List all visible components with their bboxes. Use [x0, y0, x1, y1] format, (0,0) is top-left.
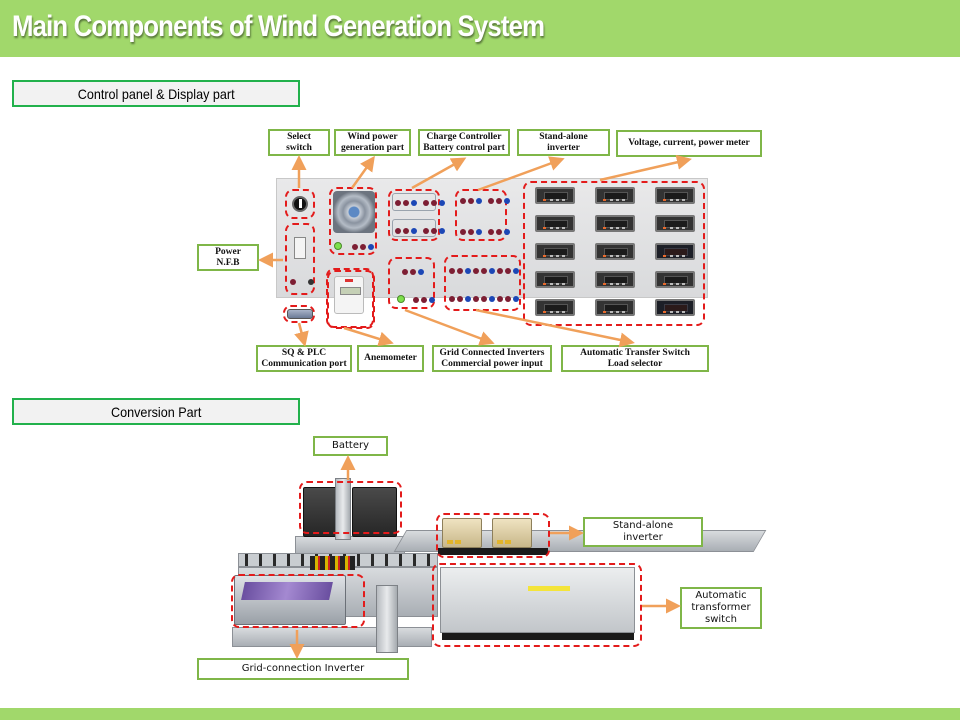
callout-anemometer: Anemometer: [357, 345, 424, 372]
jack-row: [413, 296, 437, 303]
ats-device: [440, 567, 635, 633]
arrow-grid-inverters: [404, 308, 495, 346]
led-indicator: [334, 242, 342, 250]
section-title: Conversion Part: [110, 403, 202, 420]
highlight-standalone-inverter: [436, 513, 550, 558]
dsub-connector: [287, 309, 313, 319]
panel-meter: [655, 271, 695, 288]
title-bar: Main Components of Wind Generation Syste…: [0, 0, 960, 57]
jack-row: [460, 197, 512, 204]
battery-pillar: [335, 478, 351, 540]
highlight-grid-inverter: [231, 574, 365, 628]
jack-row: [395, 199, 447, 206]
jack-row: [460, 228, 512, 235]
jack: [308, 279, 314, 285]
section-header-control-panel: Control panel & Display part: [12, 80, 300, 107]
highlight-ats: [432, 563, 642, 647]
highlight-battery: [299, 481, 402, 534]
highlight-charge-controller: [388, 189, 440, 241]
battery-right: [352, 487, 397, 537]
breaker: [294, 237, 306, 259]
panel-meter: [595, 187, 635, 204]
callout-ats-load: Automatic Transfer Switch Load selector: [561, 345, 709, 372]
standalone-inverter-1: [442, 518, 482, 548]
highlight-ats-load: [444, 255, 521, 311]
jack-row: [402, 268, 426, 275]
highlight-anemometer: [326, 268, 374, 328]
panel-meter: [655, 299, 695, 316]
anemometer-device: [334, 276, 364, 314]
jack-row: [352, 243, 376, 250]
section-header-conversion: Conversion Part: [12, 398, 300, 425]
page-title: Main Components of Wind Generation Syste…: [12, 10, 545, 43]
callout-grid-inverters: Grid Connected Inverters Commercial powe…: [432, 345, 552, 372]
callout-select-switch: Select switch: [268, 129, 330, 156]
highlight-power-nfb: [285, 223, 315, 295]
arrow-meters: [599, 154, 692, 182]
led-indicator: [397, 295, 405, 303]
jack: [290, 279, 296, 285]
jack-row: [449, 267, 521, 274]
highlight-grid-inverter: [388, 257, 435, 309]
select-knob: [292, 196, 308, 212]
panel-meter: [655, 215, 695, 232]
highlight-sq-plc: [283, 305, 315, 323]
callout-battery: Battery: [313, 436, 388, 456]
jack-row: [395, 227, 447, 234]
arrow-anemometer: [343, 326, 394, 347]
callout-standalone-inverter: Stand-alone inverter: [517, 129, 610, 156]
fan-icon: [333, 191, 375, 233]
callout-wind-power: Wind power generation part: [334, 129, 411, 156]
ats-sticker: [528, 586, 570, 591]
highlight-select-switch: [285, 189, 315, 219]
arrow-sq-plc: [294, 322, 309, 347]
callout-charge-controller: Charge Controller Battery control part: [418, 129, 510, 156]
callout-ats: Automatic transformer switch: [680, 587, 762, 629]
footer-bar: [0, 708, 960, 720]
grid-inverter-device: [234, 575, 346, 625]
jack-row: [449, 295, 521, 302]
ats-base: [442, 633, 634, 640]
panel-meter: [595, 243, 635, 260]
panel-meter: [595, 299, 635, 316]
section-title: Control panel & Display part: [77, 85, 235, 102]
panel-meter: [655, 243, 695, 260]
bottom-rail: [232, 627, 432, 647]
panel-meter: [535, 215, 575, 232]
panel-meter: [535, 271, 575, 288]
callout-standalone-inverter: Stand-alone inverter: [583, 517, 703, 547]
terminal-block: [310, 556, 355, 570]
panel-meter: [655, 187, 695, 204]
panel-meter: [595, 215, 635, 232]
inverter-base: [438, 548, 548, 555]
panel-meter: [595, 271, 635, 288]
panel-meter: [535, 243, 575, 260]
callout-meters: Voltage, current, power meter: [616, 130, 762, 157]
callout-grid-inverter: Grid-connection Inverter: [197, 658, 409, 680]
panel-meter: [535, 187, 575, 204]
standalone-inverter-2: [492, 518, 532, 548]
callout-power-nfb: Power N.F.B: [197, 244, 259, 271]
panel-meter: [535, 299, 575, 316]
callout-sq-plc: SQ & PLC Communication port: [256, 345, 352, 372]
support-pillar: [376, 585, 398, 653]
